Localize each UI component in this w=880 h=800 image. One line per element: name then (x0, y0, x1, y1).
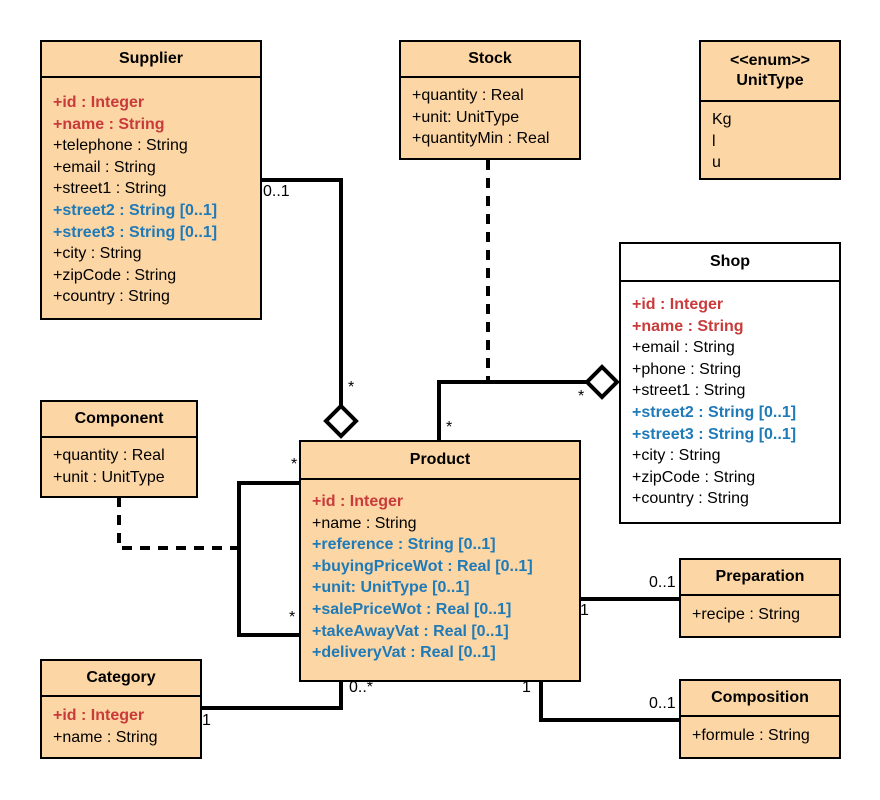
class-attribute: +zipCode : String (632, 468, 756, 486)
shop-product-association (437, 380, 587, 441)
aggregation-diamond-shop (584, 364, 620, 400)
class-attribute: +phone : String (632, 360, 741, 378)
class-attribute: +street2 : String [0..1] (53, 201, 218, 219)
class-attribute: +quantityMin : Real (412, 130, 550, 148)
class-composition[interactable]: Composition +formule : String (679, 679, 841, 759)
supplier-product-association (261, 178, 343, 407)
class-attribute: +buyingPriceWot : Real [0..1] (312, 557, 533, 575)
class-attribute: +name : String (632, 317, 744, 335)
class-attribute: u (712, 154, 721, 172)
enum-stereotype: <<enum>> (729, 52, 811, 69)
class-attribute: +id : Integer (53, 707, 145, 724)
class-attribute: +name : String (53, 115, 165, 133)
class-attribute: +street3 : String [0..1] (53, 223, 218, 241)
class-attribute: Kg (712, 111, 732, 128)
multiplicity-component-top: * (291, 456, 298, 473)
attribute-list: +quantity : Real +unit : UnitType (42, 438, 196, 488)
class-shop[interactable]: Shop +id : Integer +name : String +email :… (619, 242, 841, 524)
attribute-list: +recipe : String (681, 596, 839, 626)
attribute-list: +id : Integer +name : String (42, 697, 200, 748)
class-attribute: +salePriceWot : Real [0..1] (312, 600, 512, 618)
component-association-dashed-line (117, 497, 239, 550)
class-attribute: +quantity : Real (53, 447, 165, 464)
class-attribute: +unit: UnitType (412, 108, 520, 126)
class-attribute: +name : String (312, 514, 417, 532)
class-supplier[interactable]: Supplier +id : Integer +name : String +tel… (40, 40, 262, 320)
attribute-list: +formule : String (681, 717, 839, 747)
multiplicity-product-shop-end: * (446, 419, 453, 436)
class-attribute: +country : String (53, 288, 170, 306)
multiplicity-product-composition-end: 1 (522, 679, 531, 696)
class-attribute: +street1 : String (632, 382, 746, 400)
class-attribute: +zipCode : String (53, 266, 177, 284)
class-attribute: +street1 : String (53, 180, 167, 198)
class-header: <<enum>> UnitType (701, 42, 839, 102)
class-attribute: +name : String (53, 728, 158, 746)
class-attribute: +telephone : String (53, 137, 188, 155)
class-attribute: +formule : String (692, 727, 810, 744)
class-title: Preparation (681, 560, 839, 596)
multiplicity-shop-end: * (578, 388, 585, 405)
class-attribute: +id : Integer (632, 296, 724, 313)
class-attribute: +id : Integer (53, 94, 145, 111)
multiplicity-composition-end: 0..1 (649, 695, 676, 712)
multiplicity-product-category-end: 0..* (349, 679, 374, 696)
multiplicity-supplier-end: 0..1 (263, 183, 290, 200)
class-attribute: +country : String (632, 490, 749, 508)
class-category[interactable]: Category +id : Integer +name : String (40, 659, 202, 759)
class-title: Supplier (42, 42, 260, 78)
class-attribute: +street3 : String [0..1] (632, 425, 797, 443)
attribute-list: +id : Integer +name : String +telephone : … (42, 78, 260, 308)
class-attribute: +recipe : String (692, 606, 801, 623)
class-title: Stock (401, 42, 579, 78)
multiplicity-product-preparation-end: 1 (580, 602, 589, 619)
class-title: Category (42, 661, 200, 697)
class-attribute: +street2 : String [0..1] (632, 403, 797, 421)
class-attribute: +quantity : Real (412, 87, 524, 104)
class-title: UnitType (736, 72, 804, 89)
class-title: Component (42, 402, 196, 438)
class-title: Product (301, 442, 579, 480)
class-attribute: +id : Integer (312, 493, 404, 510)
class-attribute: +city : String (632, 447, 721, 465)
multiplicity-supplier-product-end: * (348, 379, 355, 396)
multiplicity-component-bottom: * (289, 609, 296, 626)
product-composition-association (539, 680, 680, 722)
multiplicity-category-end: 1 (202, 712, 211, 729)
class-title: Composition (681, 681, 839, 717)
class-attribute: +email : String (632, 339, 735, 357)
class-attribute: +reference : String [0..1] (312, 536, 496, 554)
class-stock[interactable]: Stock +quantity : Real+unit: UnitType+qu… (399, 40, 581, 160)
multiplicity-preparation-end: 0..1 (649, 574, 676, 591)
class-component[interactable]: Component +quantity : Real +unit : UnitTy… (40, 400, 198, 498)
class-attribute: +takeAwayVat : Real [0..1] (312, 622, 509, 640)
class-attribute: +deliveryVat : Real [0..1] (312, 644, 496, 662)
class-title: Shop (621, 244, 839, 282)
attribute-list: +id : Integer +name : String +email : Stri… (621, 282, 839, 510)
class-attribute: +unit : UnitType (53, 468, 165, 486)
class-attribute: +unit: UnitType [0..1] (312, 579, 470, 597)
aggregation-diamond-supplier (323, 403, 359, 439)
class-preparation[interactable]: Preparation +recipe : String (679, 558, 841, 638)
product-category-association (201, 680, 343, 710)
class-product[interactable]: Product +id : Integer +name : String +refe… (299, 440, 581, 682)
product-self-association (237, 481, 300, 637)
class-attribute: l (712, 132, 716, 150)
class-attribute: +email : String (53, 158, 156, 176)
attribute-list: +id : Integer +name : String +reference : … (301, 480, 579, 664)
class-attribute: +city : String (53, 245, 142, 263)
attribute-list: +quantity : Real +unit: UnitType +quantity… (401, 78, 579, 150)
